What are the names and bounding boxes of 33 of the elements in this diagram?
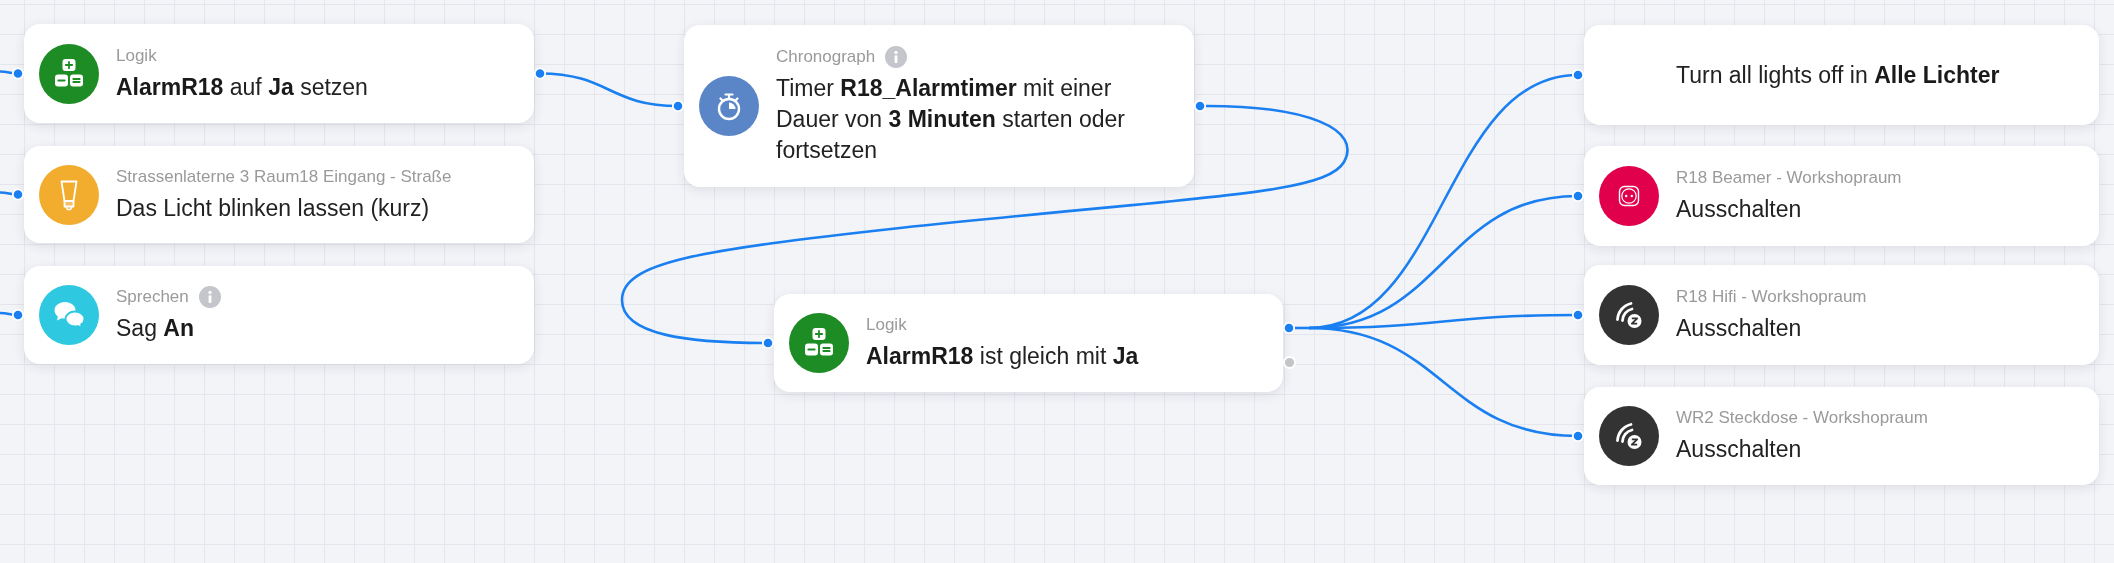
connector-line (0, 188, 25, 201)
flow-card (1584, 146, 2099, 246)
flow-card (24, 24, 534, 123)
connector-line (0, 67, 25, 80)
card-heading: Sprechen (116, 286, 189, 308)
card-heading: Logik (116, 44, 157, 67)
card-heading: R18 Beamer - Workshopraum (1676, 167, 1902, 189)
card-text: AlarmR18 auf Ja setzen (116, 72, 369, 102)
connector-line (0, 308, 25, 322)
flow-card (24, 146, 534, 243)
flow-card (24, 266, 534, 364)
card-heading: WR2 Steckdose - Workshopraum (1676, 407, 1928, 429)
card-heading: Chronograph (776, 46, 876, 68)
flow-card (1584, 265, 2099, 365)
connector-line (1282, 321, 1309, 335)
card-text: Turn all lights off in Alle Lichter (1676, 60, 2001, 90)
card-text: Ausschalten (1676, 314, 1803, 343)
flow-card (774, 294, 1283, 392)
flow-card (1584, 25, 2099, 125)
flow-card (684, 25, 1194, 187)
card-heading: Strassenlaterne 3 Raum18 Eingang - Straße (116, 165, 452, 188)
flow-card (1584, 387, 2099, 485)
card-text: AlarmR18 ist gleich mit Ja (866, 342, 1140, 371)
card-text: Ausschalten (1676, 195, 1803, 224)
card-text: Sag An (116, 314, 195, 343)
card-heading: R18 Hifi - Workshopraum (1676, 286, 1867, 308)
card-heading: Logik (866, 314, 907, 336)
card-text: Das Licht blinken lassen (kurz) (116, 193, 431, 223)
connector-line (533, 67, 685, 113)
connector-line (620, 99, 1349, 350)
card-text: Timer R18_Alarmtimer mit einer Dauer von 3 Minuten starten oder fortsetzen (776, 74, 1126, 165)
card-text: Ausschalten (1676, 435, 1803, 464)
connector-line (1308, 326, 1585, 443)
